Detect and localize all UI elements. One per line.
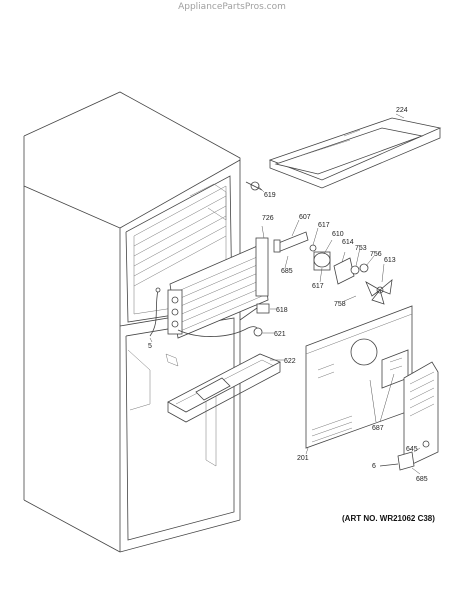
fan-blade-758 — [365, 279, 393, 305]
callout-201: 201 — [297, 455, 309, 462]
freezer-ribs — [133, 195, 227, 287]
watermark-text: AppliancePartsPros.com — [178, 2, 286, 12]
callout-610: 610 — [332, 231, 344, 238]
callout-753: 753 — [355, 245, 367, 252]
callout-645: 645 — [406, 446, 418, 453]
callout-614: 614 — [342, 239, 354, 246]
callout-726: 726 — [262, 215, 274, 222]
callout-622: 622 — [284, 358, 296, 365]
callout-6: 6 — [372, 463, 376, 470]
art-number: (ART NO. WR21062 C38) — [342, 514, 435, 523]
callout-619: 619 — [264, 192, 276, 199]
evaporator-726 — [167, 237, 269, 339]
callout-617-upper: 617 — [318, 222, 330, 229]
fan-motor-assembly — [309, 244, 369, 285]
evaporator-cover-201 — [305, 305, 413, 449]
trough-622 — [165, 353, 281, 423]
clip-619 — [245, 181, 263, 191]
shelf-224 — [268, 117, 442, 189]
callout-618: 618 — [276, 307, 288, 314]
cap-685 — [397, 451, 415, 471]
callout-613: 613 — [384, 257, 396, 264]
callout-617-lower: 617 — [312, 283, 324, 290]
screw-6 — [379, 463, 399, 467]
wiring-621 — [177, 326, 263, 337]
callout-758: 758 — [334, 301, 346, 308]
cable-5 — [149, 287, 161, 337]
callout-685-upper: 685 — [281, 268, 293, 275]
callouts: 224 619 726 607 617 610 614 753 756 613 … — [148, 107, 428, 483]
callout-5: 5 — [148, 343, 152, 350]
callout-756: 756 — [370, 251, 382, 258]
callout-685-lower: 685 — [416, 476, 428, 483]
callout-687: 687 — [372, 425, 384, 432]
refrigerator-cabinet — [23, 91, 241, 553]
thermostat-618 — [239, 303, 270, 321]
grille-645 — [403, 361, 439, 469]
callout-621: 621 — [274, 331, 286, 338]
leader-lines — [149, 113, 421, 475]
bracket-607 — [273, 231, 309, 253]
callout-224: 224 — [396, 107, 408, 114]
callout-607: 607 — [299, 214, 311, 221]
